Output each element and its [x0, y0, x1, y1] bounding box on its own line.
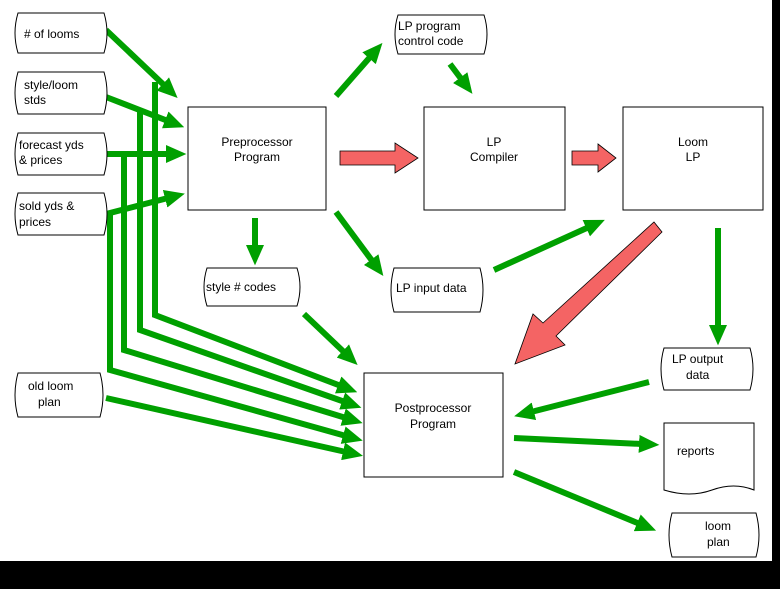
input-forecast: forecast yds& prices: [14, 132, 108, 176]
arrow-old-plan-to-postprocessor: [105, 395, 363, 461]
loom-lp-line-1: Loom: [678, 135, 708, 149]
input-old-loom-plan: old loom plan: [14, 372, 104, 418]
route-forecast-to-postprocessor: [121, 154, 363, 426]
svg-text:LP input data: LP input data: [396, 281, 467, 295]
file-lp-output-data: LP output data: [660, 347, 754, 391]
arrow-preprocessor-to-compiler: [339, 142, 419, 174]
arrow-input-data-to-loom-lp: [492, 219, 605, 273]
arrow-num-looms-to-preprocessor: [103, 27, 178, 98]
file-style-codes: style # codes: [203, 267, 301, 307]
red-arrows: [339, 142, 663, 365]
green-arrows: [103, 27, 727, 532]
svg-text:reports: reports: [677, 444, 714, 458]
input-sold: sold yds & prices: [14, 192, 108, 236]
route-style-stds-to-postprocessor: [137, 112, 362, 410]
arrow-postprocessor-to-reports: [513, 434, 660, 453]
svg-text:style # codes: style # codes: [206, 280, 276, 294]
compiler-line-2: Compiler: [470, 150, 518, 164]
style-codes-label: style # codes: [206, 280, 276, 294]
reports-label: reports: [677, 444, 714, 458]
postprocessor-line-2: Program: [410, 417, 456, 431]
preprocessor-line-1: Preprocessor: [221, 135, 292, 149]
num-looms-label: # of looms: [24, 27, 79, 41]
loom-plan-line-2: plan: [707, 535, 730, 549]
output-data-line-1: LP output: [672, 352, 724, 366]
forecast-line-2: & prices: [19, 153, 62, 167]
route-num-looms-to-postprocessor: [152, 82, 358, 394]
postprocessor-line-1: Postprocessor: [395, 401, 472, 415]
control-code-line-1: LP program: [398, 19, 460, 33]
forecast-line-1: forecast yds: [19, 138, 84, 152]
svg-text:sold yds &prices: sold yds & prices: [19, 199, 74, 229]
arrow-compiler-to-loom-lp: [571, 143, 617, 173]
input-num-looms: # of looms: [14, 12, 108, 54]
file-reports: reports: [663, 422, 755, 495]
loom-lp-line-2: LP: [686, 150, 701, 164]
svg-text:forecast yds& prices: forecast yds& prices: [19, 138, 84, 167]
sold-line-1: sold yds &: [19, 199, 74, 213]
route-sold-to-postprocessor: [107, 214, 363, 444]
input-data-label: LP input data: [396, 281, 467, 295]
style-stds-line-2: stds: [24, 93, 46, 107]
file-lp-input-data: LP input data: [390, 267, 484, 313]
old-plan-line-1: old loom: [28, 379, 73, 393]
control-code-line-2: control code: [398, 34, 464, 48]
loom-plan-line-1: loom: [705, 519, 731, 533]
arrow-control-code-to-compiler: [447, 62, 473, 94]
file-loom-plan: loom plan: [668, 512, 760, 558]
arrow-preprocessor-to-input-data: [333, 210, 384, 276]
preprocessor-line-2: Program: [234, 150, 280, 164]
compiler-line-1: LP: [487, 135, 502, 149]
output-data-line-2: data: [686, 368, 710, 382]
old-plan-line-2: plan: [38, 395, 61, 409]
svg-text:# of looms: # of looms: [24, 27, 79, 41]
arrow-style-codes-to-postprocessor: [301, 311, 358, 365]
arrow-loom-lp-to-postprocessor: [514, 221, 663, 365]
arrow-postprocessor-to-loom-plan: [512, 469, 657, 532]
arrow-preprocessor-to-control-code: [333, 42, 383, 98]
style-stds-line-1: style/loom: [24, 78, 78, 92]
sold-line-2: prices: [19, 215, 51, 229]
arrow-output-data-to-postprocessor: [514, 379, 650, 420]
